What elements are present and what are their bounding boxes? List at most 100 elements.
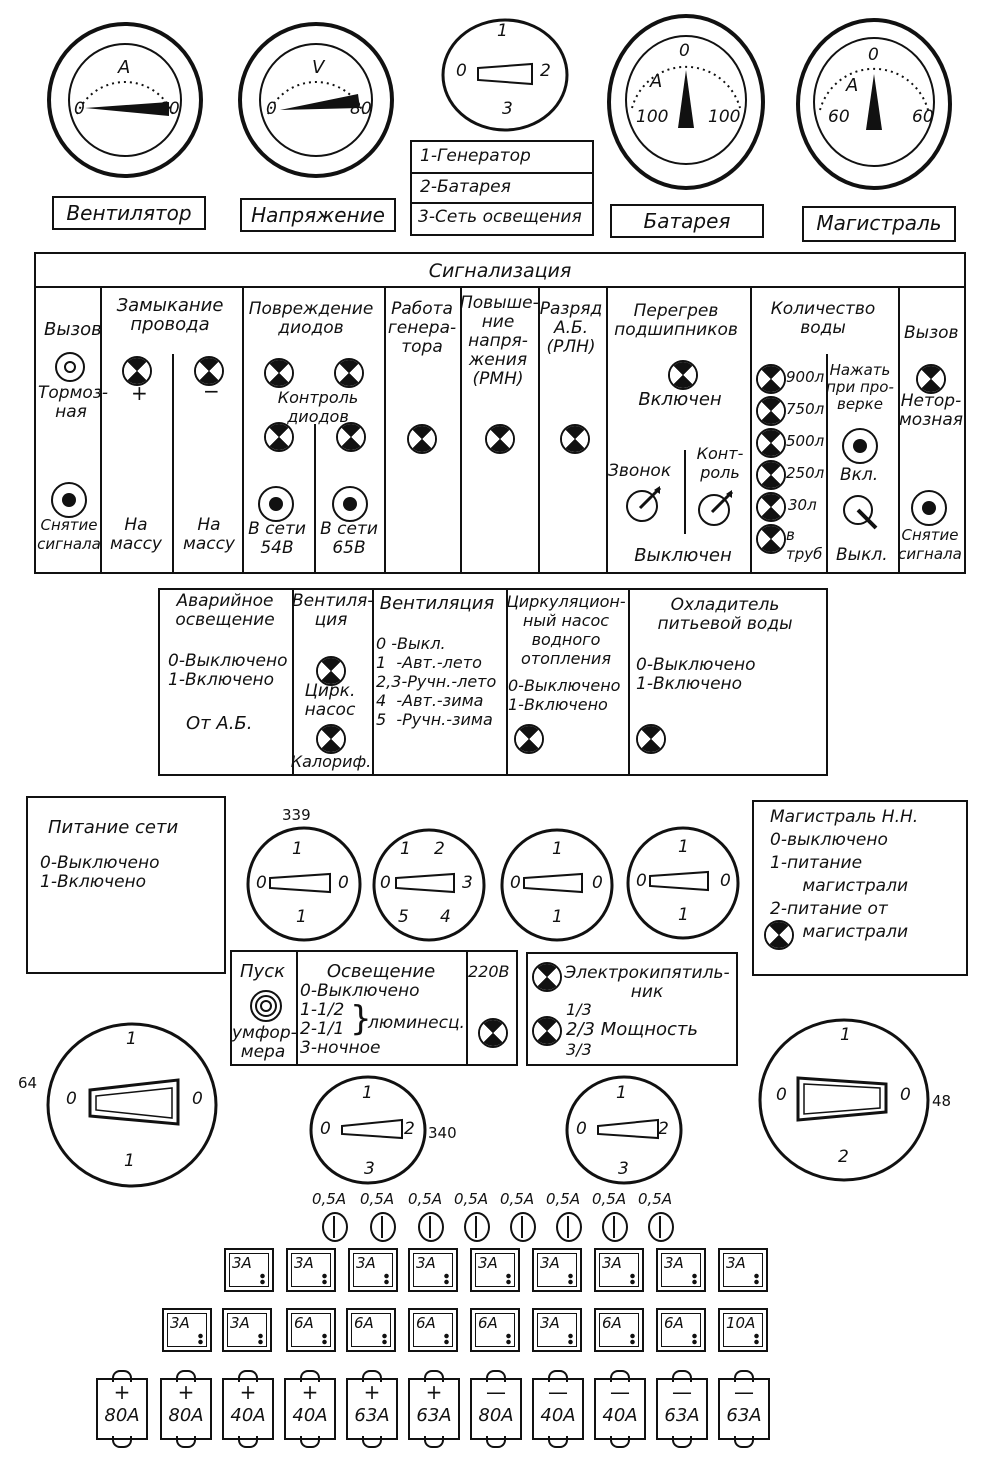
fuse[interactable]: 6А <box>286 1308 336 1352</box>
source-selector-switch[interactable] <box>440 18 570 133</box>
small-fuse-rating: 0,5А <box>592 1190 627 1208</box>
ground-plus-label: На массу <box>110 515 162 554</box>
fuse-contacts-icon <box>322 1273 327 1285</box>
diode-lamp-1 <box>264 358 294 388</box>
power-fuse[interactable]: +40А <box>222 1370 274 1448</box>
ventilation-mode-switch[interactable] <box>370 826 488 944</box>
mains-hv-lamp <box>764 920 794 950</box>
fuse[interactable]: 6А <box>594 1308 644 1352</box>
fuse-rating: 3А <box>537 1253 577 1287</box>
small-fuse[interactable] <box>418 1212 444 1242</box>
fuse[interactable]: 3А <box>222 1308 272 1352</box>
boiler-title: Электрокипятиль- ник <box>564 963 730 1002</box>
sw4-right: 0 <box>720 871 731 891</box>
water-toggle-switch[interactable] <box>840 492 882 534</box>
fuse[interactable]: 6А <box>656 1308 706 1352</box>
fuse-polarity: + <box>113 1380 131 1404</box>
net-65v-button[interactable] <box>332 486 368 522</box>
small-fuse[interactable] <box>510 1212 536 1242</box>
fuse-rating: 3А <box>537 1313 577 1347</box>
power-fuse[interactable]: +40А <box>284 1370 336 1448</box>
switch-unlabeled[interactable] <box>564 1074 684 1186</box>
fuse[interactable]: 3А <box>594 1248 644 1292</box>
water-cooler-switch[interactable] <box>624 824 742 942</box>
reset-signal-right-button[interactable] <box>911 490 947 526</box>
selector-pos-0: 0 <box>456 61 467 81</box>
fuse-rating: 80А <box>168 1405 204 1426</box>
short-minus-sign: − <box>203 379 220 403</box>
sw4-bottom: 1 <box>678 905 689 925</box>
fuse[interactable]: 3А <box>408 1248 458 1292</box>
net-supply-switch[interactable] <box>244 824 364 944</box>
fuse-rating: 3А <box>167 1313 207 1347</box>
power-fuse[interactable]: —80А <box>470 1370 522 1448</box>
power-fuse[interactable]: +63А <box>346 1370 398 1448</box>
water-pump-lamp <box>514 724 544 754</box>
small-fuse[interactable] <box>556 1212 582 1242</box>
sw48-left: 0 <box>776 1085 787 1105</box>
switch-340[interactable] <box>308 1074 428 1186</box>
small-fuse[interactable] <box>602 1212 628 1242</box>
fuse[interactable]: 3А <box>348 1248 398 1292</box>
heater-lamp <box>316 724 346 754</box>
power-fuse[interactable]: —40А <box>594 1370 646 1448</box>
sw339-left: 0 <box>256 873 267 893</box>
water-level-title: Количество воды <box>770 299 876 338</box>
water-750-lamp <box>756 396 786 426</box>
emergency-light-states: 0-Выключено 1-Включено <box>168 651 288 690</box>
switch-48-tag: 48 <box>932 1092 952 1110</box>
power-fuse[interactable]: —63А <box>718 1370 770 1448</box>
fuse-rating: 3А <box>599 1253 639 1287</box>
main-switch-48[interactable] <box>756 1016 932 1184</box>
fuse-contacts-icon <box>568 1273 573 1285</box>
small-fuse[interactable] <box>464 1212 490 1242</box>
water-pump-title: Циркуляцион- ный насос водного отопления <box>506 592 626 668</box>
main-switch-64[interactable] <box>44 1020 220 1190</box>
water-pump-switch[interactable] <box>498 826 616 944</box>
net-54v-button[interactable] <box>258 486 294 522</box>
battery-gauge-zero: 0 <box>679 41 690 61</box>
fuse-polarity: — <box>672 1380 692 1404</box>
fuse-rating: 63А <box>354 1405 390 1426</box>
water-switch-on-label: Вкл. <box>840 465 879 485</box>
boiler-lamp-1 <box>532 962 562 992</box>
fuse[interactable]: 3А <box>532 1308 582 1352</box>
fuse[interactable]: 6А <box>408 1308 458 1352</box>
power-fuse[interactable]: +80А <box>96 1370 148 1448</box>
bell-switch[interactable] <box>622 484 666 524</box>
sw48-bottom: 2 <box>838 1147 849 1167</box>
fuse[interactable]: 3А <box>224 1248 274 1292</box>
brake-call-lamp <box>55 352 85 382</box>
fuse-rating: 3А <box>475 1253 515 1287</box>
fuse[interactable]: 3А <box>286 1248 336 1292</box>
fuse-rating: 63А <box>664 1405 700 1426</box>
water-check-button[interactable] <box>842 428 878 464</box>
diode-lamp-2 <box>334 358 364 388</box>
fuse[interactable]: 3А <box>470 1248 520 1292</box>
fuse-rating: 40А <box>292 1405 328 1426</box>
umformer-start-button[interactable] <box>248 988 284 1024</box>
reset-signal-left-button[interactable] <box>51 482 87 518</box>
mains-gauge-zero: 0 <box>868 45 879 65</box>
fuse[interactable]: 3А <box>162 1308 212 1352</box>
mains-gauge-label: Магистраль <box>802 206 956 242</box>
power-fuse[interactable]: —63А <box>656 1370 708 1448</box>
call-right-title: Вызов <box>904 323 959 343</box>
small-fuse[interactable] <box>648 1212 674 1242</box>
net-supply-panel <box>26 796 226 974</box>
power-fuse[interactable]: +80А <box>160 1370 212 1448</box>
water-500-label: 500л <box>786 432 825 450</box>
small-fuse[interactable] <box>322 1212 348 1242</box>
fuse[interactable]: 3А <box>718 1248 768 1292</box>
fuse[interactable]: 10А <box>718 1308 768 1352</box>
fuse[interactable]: 6А <box>470 1308 520 1352</box>
sw339-right: 0 <box>338 873 349 893</box>
control-switch[interactable] <box>694 488 738 528</box>
small-fuse[interactable] <box>370 1212 396 1242</box>
power-fuse[interactable]: —40А <box>532 1370 584 1448</box>
power-fuse[interactable]: +63А <box>408 1370 460 1448</box>
discharge-lamp <box>560 424 590 454</box>
fuse[interactable]: 3А <box>532 1248 582 1292</box>
fuse[interactable]: 3А <box>656 1248 706 1292</box>
fuse[interactable]: 6А <box>346 1308 396 1352</box>
